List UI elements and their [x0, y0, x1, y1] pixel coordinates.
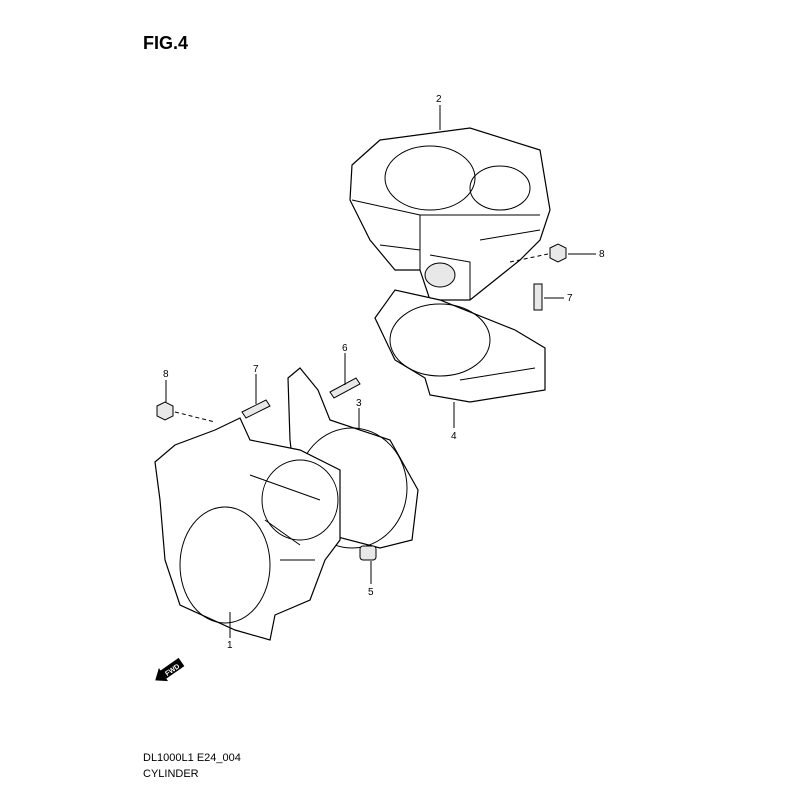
rear-nut[interactable] — [549, 243, 567, 263]
callout-7-rear: 7 — [567, 293, 573, 304]
front-stud-7[interactable] — [241, 399, 271, 419]
callouts: 2 8 7 4 8 7 6 3 5 1 — [163, 94, 605, 651]
callout-8-front: 8 — [163, 369, 169, 380]
callout-1: 1 — [227, 640, 233, 651]
callout-7-front: 7 — [253, 364, 259, 375]
callout-6: 6 — [342, 343, 348, 354]
rear-cylinder[interactable] — [349, 127, 551, 301]
model-code: DL1000L1 E24_004 — [143, 752, 241, 764]
callout-4: 4 — [451, 431, 457, 442]
dowel-pin[interactable] — [359, 545, 377, 561]
section-title: CYLINDER — [143, 768, 199, 780]
front-cylinder[interactable] — [154, 417, 341, 641]
callout-2: 2 — [436, 94, 442, 105]
front-stud-6[interactable] — [329, 377, 361, 399]
fwd-arrow-icon: FWD — [155, 657, 185, 682]
rear-stud[interactable] — [533, 283, 543, 311]
fwd-label: FWD — [164, 663, 181, 678]
callout-5: 5 — [368, 587, 374, 598]
callout-8-rear: 8 — [599, 249, 605, 260]
front-nut[interactable] — [156, 401, 174, 421]
rear-gasket[interactable] — [374, 289, 546, 403]
callout-3: 3 — [356, 398, 362, 409]
figure-label: FIG.4 — [143, 33, 189, 53]
